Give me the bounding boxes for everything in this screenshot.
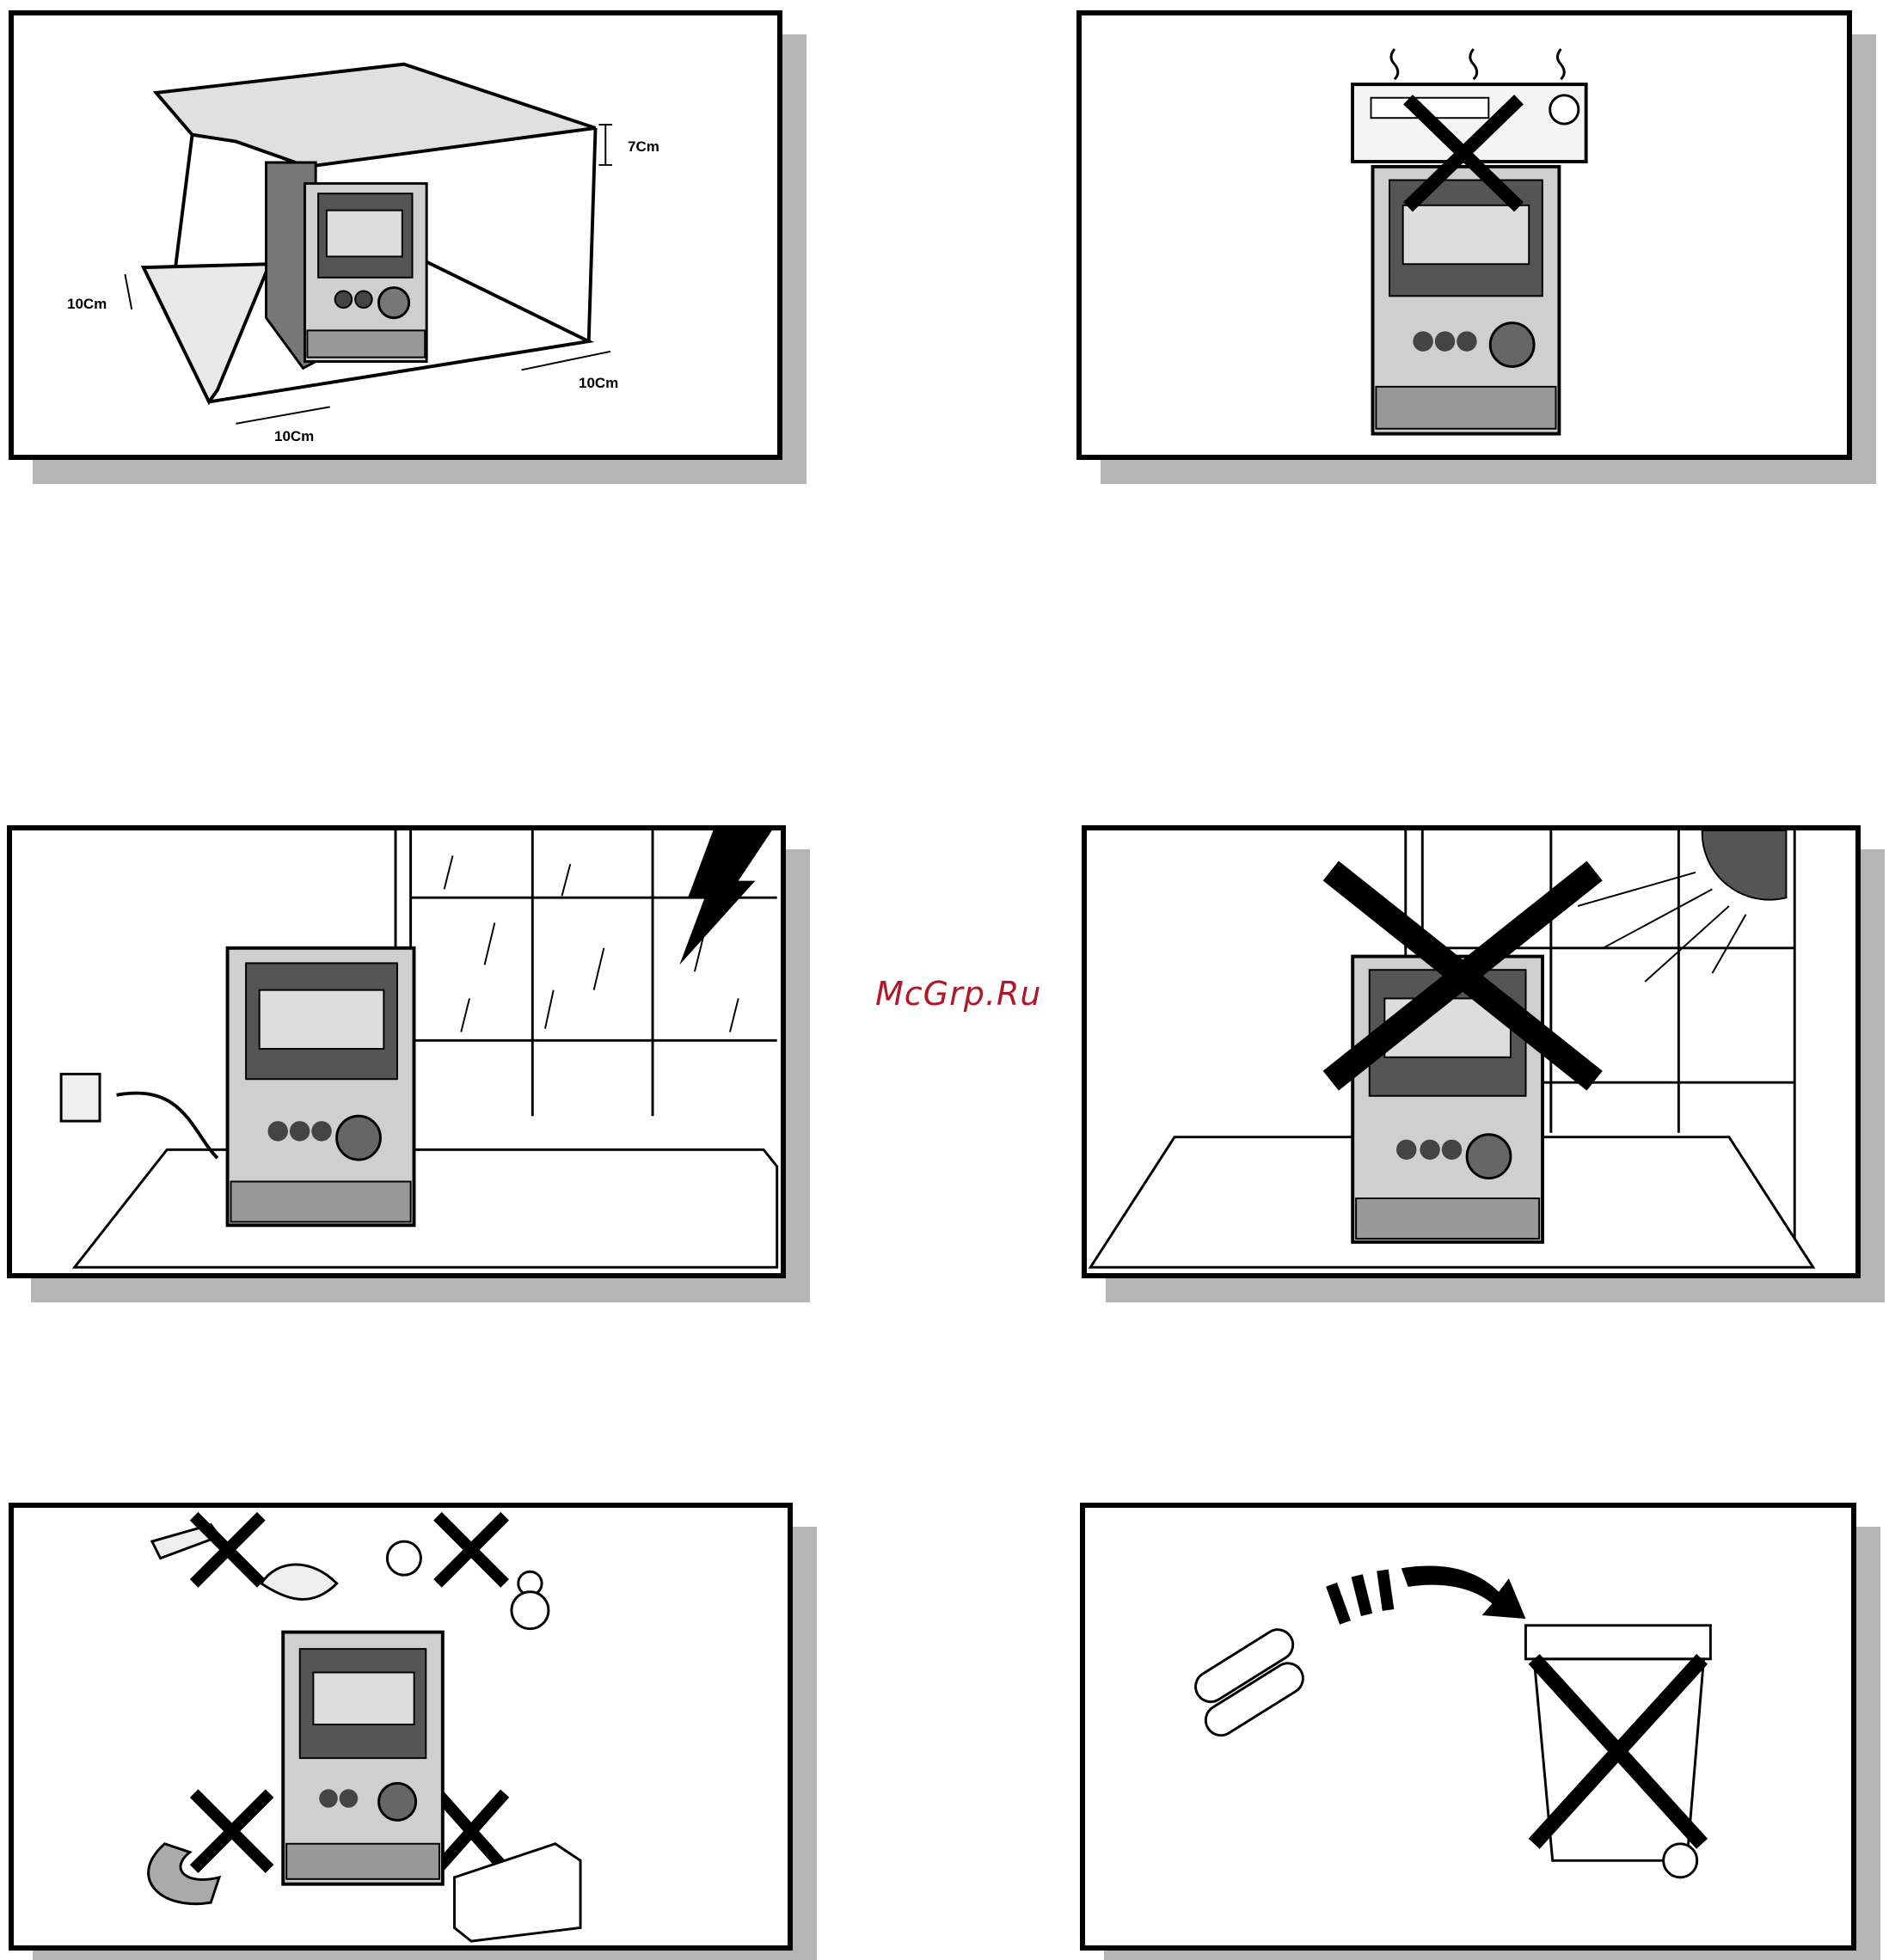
battery-disposal-illustration — [1080, 1503, 1856, 1951]
stereo-by-window-storm-drawing — [12, 830, 781, 1273]
stacked-receiver-drawing — [1082, 15, 1847, 455]
hazards-illustration — [9, 1503, 793, 1951]
heat-source-icon — [1391, 49, 1564, 79]
snowman-icon — [512, 1571, 549, 1628]
side-clearance-label: 10Cm — [67, 296, 107, 313]
battery-icon — [1190, 1624, 1309, 1741]
storm-unplug-illustration — [7, 825, 786, 1278]
stereo-in-sunlight-drawing — [1087, 830, 1855, 1273]
clearance-illustration: 7Cm 10Cm 10Cm 10Cm — [9, 10, 782, 460]
heater-icon — [455, 1844, 581, 1941]
front-clearance-label: 10Cm — [274, 428, 314, 445]
no-sunlight-illustration — [1082, 825, 1861, 1278]
stereo-in-cabinet-drawing — [14, 15, 777, 455]
no-stacking-illustration — [1076, 10, 1852, 460]
top-clearance-label: 7Cm — [628, 138, 659, 156]
rear-clearance-label: 10Cm — [579, 375, 618, 392]
stereo-hazards-drawing — [14, 1508, 788, 1945]
watermark-text: McGrp.Ru — [875, 975, 1041, 1013]
battery-recycle-drawing — [1085, 1508, 1851, 1945]
sun-icon — [1702, 830, 1787, 900]
